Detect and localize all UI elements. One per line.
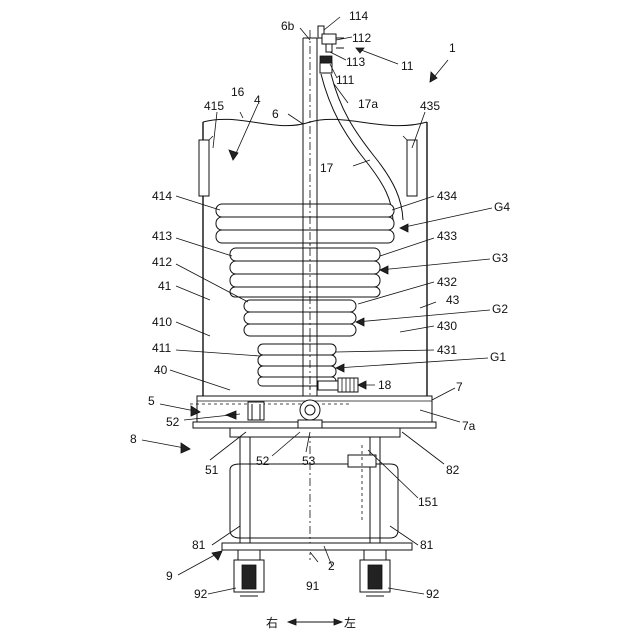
label-17a: 17a — [358, 97, 378, 111]
coil-g2 — [244, 300, 356, 336]
label-G4: G4 — [494, 200, 510, 214]
label-40: 40 — [154, 363, 168, 377]
label-7a: 7a — [462, 419, 476, 433]
label-G3: G3 — [492, 251, 508, 265]
label-9: 9 — [166, 569, 173, 583]
label-113: 113 — [346, 55, 365, 69]
label-412: 412 — [152, 255, 172, 269]
label-4: 4 — [254, 93, 261, 107]
caster-right — [360, 550, 390, 596]
label-51: 51 — [205, 463, 219, 477]
label-G1: G1 — [490, 350, 506, 364]
hose — [321, 74, 403, 220]
direction-right-label: 右 — [266, 615, 278, 630]
label-41: 41 — [158, 279, 172, 293]
label-6: 6 — [272, 107, 279, 121]
label-5: 5 — [148, 394, 155, 408]
label-81-right: 81 — [420, 538, 434, 552]
coil-g4 — [216, 204, 394, 243]
label-2: 2 — [328, 559, 335, 573]
label-52b: 52 — [256, 454, 270, 468]
label-92-right: 92 — [426, 587, 440, 601]
label-18: 18 — [378, 378, 392, 392]
label-1: 1 — [449, 41, 456, 55]
label-43: 43 — [446, 293, 460, 307]
label-91: 91 — [306, 579, 320, 593]
label-151: 151 — [418, 495, 438, 509]
label-8: 8 — [130, 432, 137, 446]
label-411: 411 — [152, 341, 171, 355]
label-410: 410 — [152, 315, 172, 329]
label-111: 111 — [336, 73, 355, 87]
label-415: 415 — [204, 99, 224, 113]
label-413: 413 — [152, 229, 172, 243]
cart-frame — [222, 428, 412, 550]
label-430: 430 — [437, 319, 457, 333]
label-82: 82 — [446, 463, 460, 477]
coil-g3 — [230, 248, 380, 297]
label-16: 16 — [231, 85, 245, 99]
direction-left-label: 左 — [344, 615, 356, 630]
label-G2: G2 — [492, 302, 508, 316]
label-432: 432 — [437, 275, 457, 289]
label-6b: 6b — [281, 19, 295, 33]
label-414: 414 — [152, 189, 172, 203]
label-114: 114 — [349, 9, 368, 23]
label-92-left: 92 — [194, 587, 208, 601]
label-17: 17 — [320, 161, 334, 175]
coil-g1 — [258, 344, 336, 386]
label-53: 53 — [302, 454, 316, 468]
label-435: 435 — [420, 99, 440, 113]
label-81-left: 81 — [192, 538, 206, 552]
label-433: 433 — [437, 229, 457, 243]
caster-left — [234, 550, 264, 596]
label-112: 112 — [352, 31, 371, 45]
label-434: 434 — [437, 189, 457, 203]
label-7: 7 — [456, 380, 463, 394]
label-431: 431 — [437, 343, 457, 357]
direction-indicator: 右 左 — [266, 615, 356, 630]
label-11: 11 — [401, 59, 414, 73]
label-52a: 52 — [166, 415, 180, 429]
